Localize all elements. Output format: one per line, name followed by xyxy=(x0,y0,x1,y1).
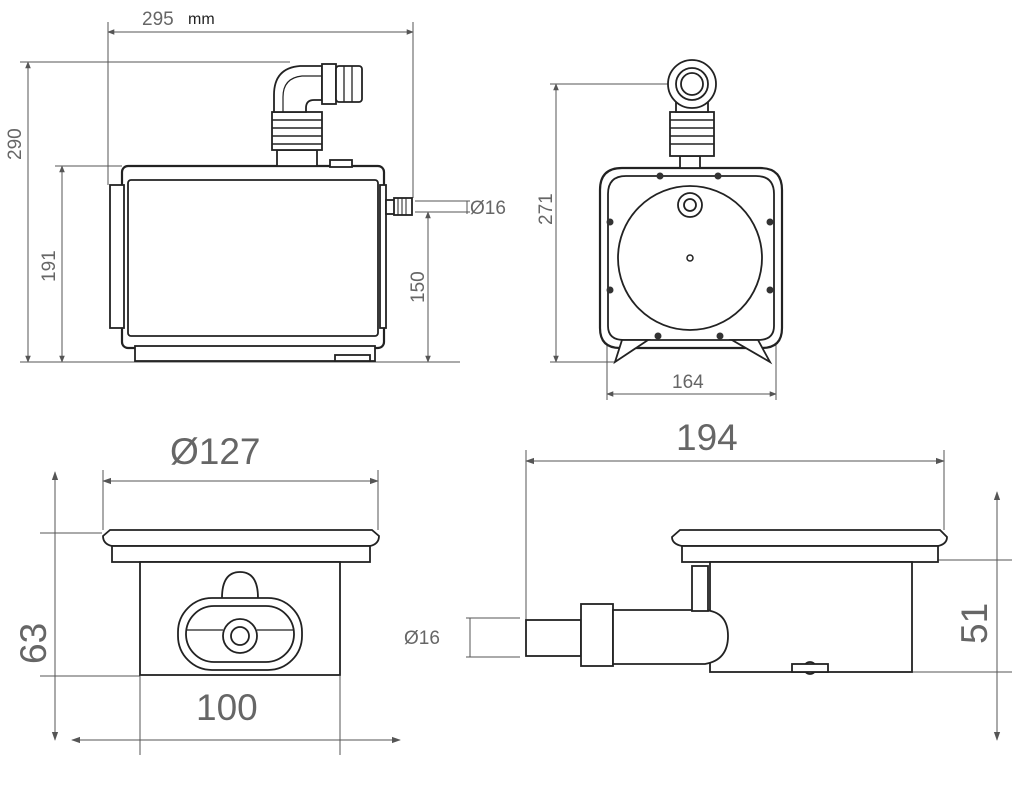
front-width-label: 164 xyxy=(672,372,704,393)
side-inlet-diameter-label: Ø16 xyxy=(470,198,506,219)
pump-side-view: 295 mm 290 191 150 Ø16 xyxy=(5,9,506,363)
drain-side-view: 194 51 Ø16 xyxy=(404,417,1012,741)
drain-diameter-label: Ø127 xyxy=(170,431,261,472)
side-width-label: 295 xyxy=(142,9,174,30)
drain-length-label: 194 xyxy=(676,417,738,458)
pump-front-view: 271 164 xyxy=(536,59,784,400)
drain-outlet-diameter-label: Ø16 xyxy=(404,628,440,649)
side-body-height-label: 191 xyxy=(39,250,60,282)
drain-base-width-label: 100 xyxy=(196,687,258,728)
side-total-height-label: 290 xyxy=(5,128,26,160)
front-height-label: 271 xyxy=(536,193,557,225)
drain-front-view: Ø127 63 100 xyxy=(13,431,401,755)
side-inlet-height-label: 150 xyxy=(408,271,429,303)
drain-side-height-label: 51 xyxy=(954,603,995,644)
unit-label: mm xyxy=(188,11,215,28)
drain-height-label: 63 xyxy=(13,623,54,664)
